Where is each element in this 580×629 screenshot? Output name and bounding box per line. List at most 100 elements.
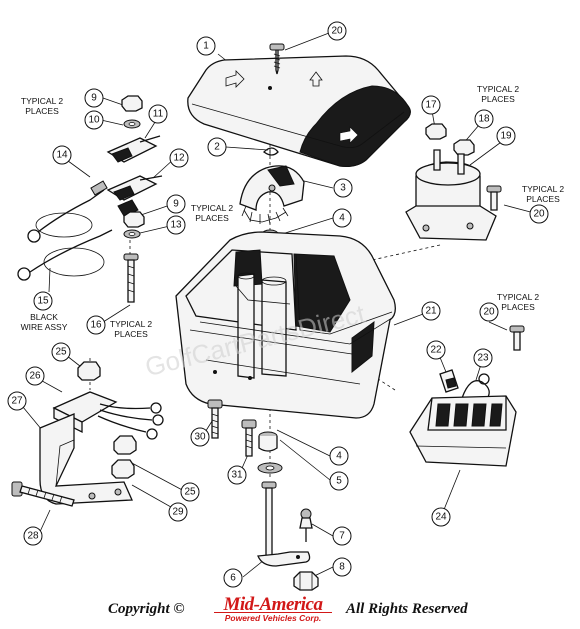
svg-text:2: 2 [214, 142, 220, 153]
svg-text:4: 4 [336, 451, 342, 462]
screw-part-20-top [269, 43, 285, 75]
callout-19: 19 [496, 126, 516, 146]
wire-part-14 [27, 180, 108, 243]
washer-part-5 [257, 462, 283, 474]
fuse-part-22 [439, 369, 459, 393]
callout-13: 13 [166, 215, 186, 235]
svg-text:22: 22 [430, 345, 442, 356]
rights-text: All Rights Reserved [346, 601, 468, 617]
sensor-arc-part-3 [239, 165, 305, 225]
callout-12: 12 [169, 148, 189, 168]
fuse-block-part-24 [409, 395, 517, 467]
svg-text:4: 4 [339, 213, 345, 224]
note-typical-part-16: TYPICAL 2 PLACES [110, 319, 152, 339]
callout-17: 17 [421, 95, 441, 115]
callout-15: 15 [33, 291, 53, 311]
callout-1: 1 [196, 36, 216, 56]
svg-text:9: 9 [173, 199, 179, 210]
logo-line1: Mid-America [223, 594, 324, 615]
note-line1: BLACK [30, 312, 58, 322]
washer-part-13 [123, 229, 141, 239]
callout-10: 10 [84, 110, 104, 130]
note-line1: TYPICAL 2 [497, 292, 539, 302]
nut-part-17 [425, 123, 447, 140]
bushing-part-4-bottom [258, 431, 278, 452]
note-typical-left-mid: TYPICAL 2 PLACES [191, 203, 233, 223]
callout-29: 29 [168, 502, 188, 522]
callout-22: 22 [426, 340, 446, 360]
nut-part-29 [111, 459, 135, 479]
note-line2: PLACES [114, 329, 148, 339]
callout-16: 16 [86, 315, 106, 335]
note-line2: PLACES [195, 213, 229, 223]
bolt-part-16 [123, 253, 139, 303]
note-typical-top-right: TYPICAL 2 PLACES [477, 84, 519, 104]
mid-america-logo: Mid-America Powered Vehicles Corp. [208, 594, 338, 626]
svg-text:24: 24 [435, 512, 447, 523]
svg-text:19: 19 [500, 131, 512, 142]
svg-text:8: 8 [339, 562, 345, 573]
note-typical-right-lower: TYPICAL 2 PLACES [497, 292, 539, 312]
note-line1: TYPICAL 2 [477, 84, 519, 94]
svg-text:20: 20 [533, 209, 545, 220]
callout-2: 2 [207, 137, 227, 157]
callout-3: 3 [333, 178, 353, 198]
callout-24: 24 [431, 507, 451, 527]
note-line2: PLACES [501, 302, 535, 312]
callout-8: 8 [332, 557, 352, 577]
note-typical-left-top: TYPICAL 2 PLACES [21, 96, 63, 116]
note-line2: WIRE ASSY [21, 322, 68, 332]
svg-text:20: 20 [331, 26, 343, 37]
callout-7: 7 [332, 526, 352, 546]
wire-part-23 [461, 373, 490, 401]
svg-text:3: 3 [340, 183, 346, 194]
screw-part-20-fuse [509, 325, 525, 351]
solenoid-part-19 [405, 149, 497, 241]
note-line2: PLACES [25, 106, 59, 116]
shaft-part-6 [257, 481, 311, 567]
callout-20-solenoid: 20 [529, 204, 549, 224]
svg-text:16: 16 [90, 320, 102, 331]
nut-part-9-lower [123, 211, 145, 228]
callout-31: 31 [227, 465, 247, 485]
cover-part-1 [187, 55, 411, 168]
callout-9-top: 9 [84, 88, 104, 108]
callout-20-fuse: 20 [479, 302, 499, 322]
svg-text:5: 5 [336, 476, 342, 487]
black-wire-part-15 [17, 229, 113, 281]
svg-text:30: 30 [194, 432, 206, 443]
callout-6: 6 [223, 568, 243, 588]
callout-9-lower: 9 [166, 194, 186, 214]
ball-stud-part-7 [299, 508, 313, 542]
svg-text:12: 12 [173, 153, 185, 164]
callout-30: 30 [190, 427, 210, 447]
callout-14: 14 [52, 145, 72, 165]
svg-text:25: 25 [55, 347, 67, 358]
callout-25-top: 25 [51, 342, 71, 362]
note-black-wire: BLACK WIRE ASSY [21, 312, 68, 332]
logo-line2: Powered Vehicles Corp. [224, 613, 322, 623]
note-line1: TYPICAL 2 [522, 184, 564, 194]
callout-26: 26 [25, 366, 45, 386]
bolt-part-28 [11, 481, 75, 507]
nut-part-9-top [121, 95, 143, 112]
svg-text:25: 25 [184, 487, 196, 498]
nut-part-25-lower [113, 435, 137, 455]
washer-part-10 [123, 119, 141, 129]
screw-part-20-solenoid [486, 185, 502, 211]
footer: Copyright © Mid-America Powered Vehicles… [0, 594, 580, 626]
svg-text:31: 31 [231, 470, 243, 481]
logo-rule [214, 612, 332, 613]
svg-text:11: 11 [153, 109, 164, 120]
callout-20-top: 20 [327, 21, 347, 41]
svg-text:21: 21 [425, 306, 437, 317]
callout-23: 23 [473, 348, 493, 368]
nut-part-8 [293, 571, 319, 591]
switch-part-12 [106, 175, 163, 217]
svg-text:9: 9 [91, 93, 97, 104]
svg-text:26: 26 [29, 371, 41, 382]
note-line1: TYPICAL 2 [21, 96, 63, 106]
bracket-part-27 [39, 413, 133, 505]
svg-text:10: 10 [88, 115, 100, 126]
